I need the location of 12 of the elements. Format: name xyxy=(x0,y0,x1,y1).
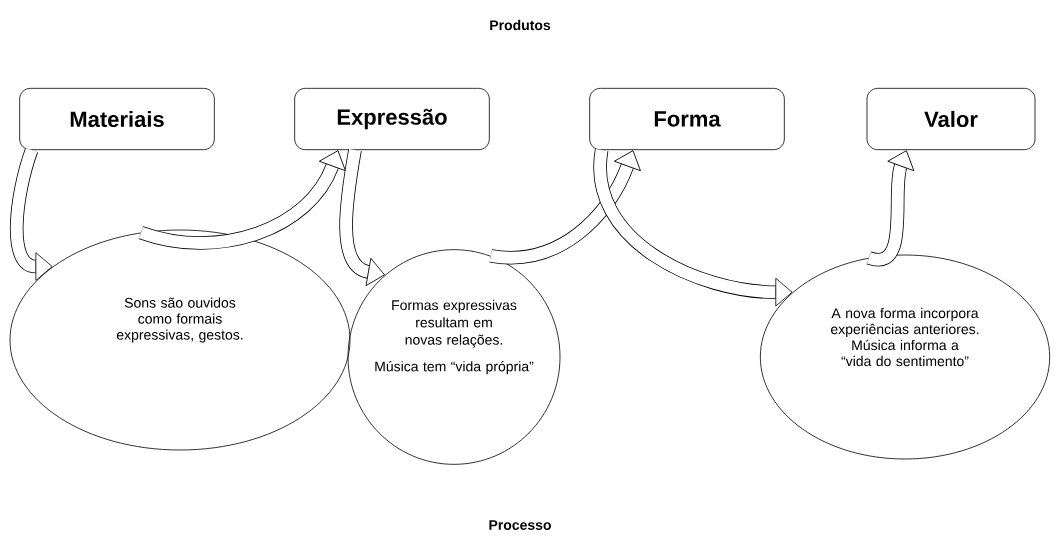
process-box: Forma xyxy=(589,87,785,151)
curved-arrow xyxy=(593,149,793,307)
heading: Processo xyxy=(489,520,551,530)
process-box: Expressão xyxy=(294,87,490,151)
curved-arrow xyxy=(138,150,346,250)
heading: Produtos xyxy=(490,19,551,31)
process-box: Materiais xyxy=(19,87,215,151)
curved-arrow xyxy=(9,147,53,281)
process-box: Valor xyxy=(866,87,1036,151)
curved-arrow xyxy=(339,148,385,287)
curved-arrow xyxy=(867,150,915,267)
curved-arrow xyxy=(490,150,641,265)
